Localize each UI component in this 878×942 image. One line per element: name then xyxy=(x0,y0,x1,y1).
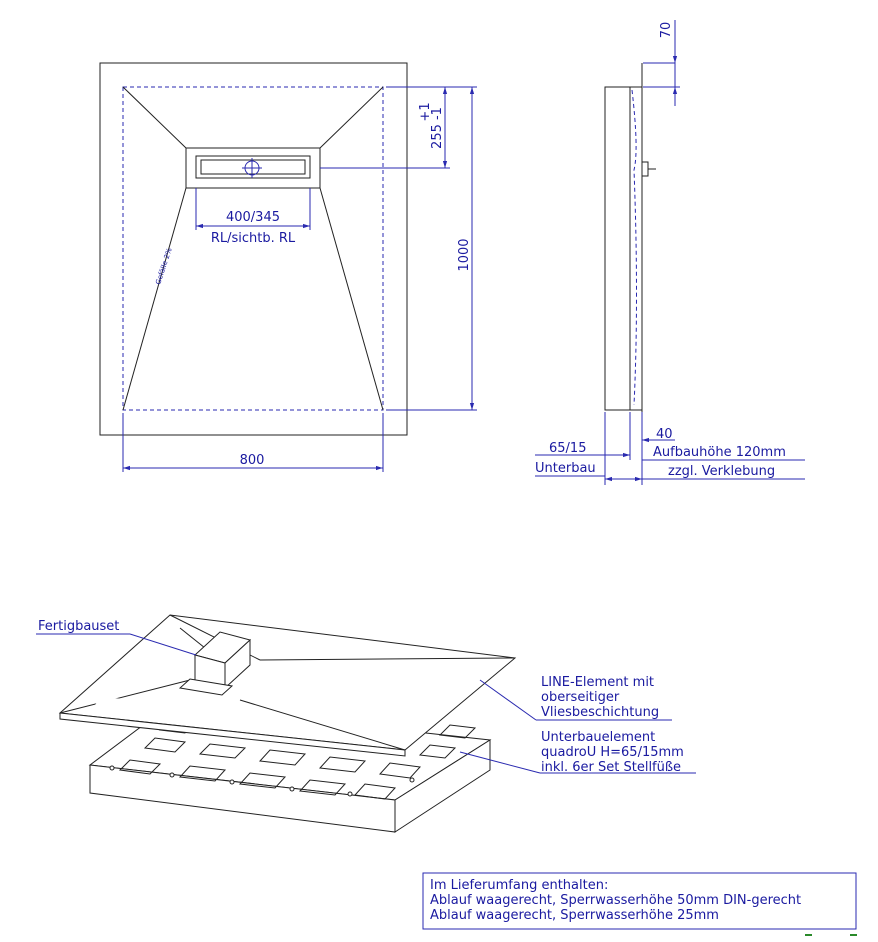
label-verklebung: zzgl. Verklebung xyxy=(668,464,775,479)
label-unterbau-element-3: inkl. 6er Set Stellfüße xyxy=(541,760,681,775)
substructure-side xyxy=(604,86,631,411)
dim-65-15: 65/15 xyxy=(549,441,586,456)
side-view: 70 40 65/15 Unterbau Aufbauhöhe 120mm zz… xyxy=(535,20,805,485)
height-dimension: 1000 xyxy=(457,238,472,271)
delivery-box: Im Lieferumfang enthalten: Ablauf waager… xyxy=(422,872,857,936)
label-line-element-3: Vliesbeschichtung xyxy=(541,705,659,720)
label-line-element-1: LINE-Element mit xyxy=(541,675,654,690)
tray-inner-dashed xyxy=(122,86,384,411)
drain-offset-dimension: 255 -1 xyxy=(430,107,445,149)
drain-note-label: RL/sichtb. RL xyxy=(211,231,296,246)
label-line-element-2: oberseitiger xyxy=(541,690,620,705)
delivery-line-2: Ablauf waagerecht, Sperrwasserhöhe 25mm xyxy=(430,908,719,923)
dim-70: 70 xyxy=(659,22,674,39)
tray-outline xyxy=(99,62,408,436)
slope-note: Gefälle 2% xyxy=(154,247,173,286)
tray-iso xyxy=(58,614,517,757)
drain-length-label: 400/345 xyxy=(226,210,280,225)
dim-40: 40 xyxy=(656,427,673,442)
label-unterbau-element-2: quadroU H=65/15mm xyxy=(541,745,684,760)
label-unterbau-element-1: Unterbauelement xyxy=(541,730,655,745)
delivery-line-1: Ablauf waagerecht, Sperrwasserhöhe 50mm … xyxy=(430,893,801,908)
iso-view: Fertigbauset LINE-Element mit oberseitig… xyxy=(36,614,696,833)
top-view: 400/345 RL/sichtb. RL Gefälle 2% 800 100… xyxy=(99,62,477,472)
label-unterbau: Unterbau xyxy=(535,461,596,476)
drain-offset-plus: +1 xyxy=(418,102,433,121)
label-fertigbauset: Fertigbauset xyxy=(38,619,119,634)
delivery-title: Im Lieferumfang enthalten: xyxy=(430,878,608,893)
width-dimension: 800 xyxy=(240,453,265,468)
label-aufbau: Aufbauhöhe 120mm xyxy=(653,445,786,460)
